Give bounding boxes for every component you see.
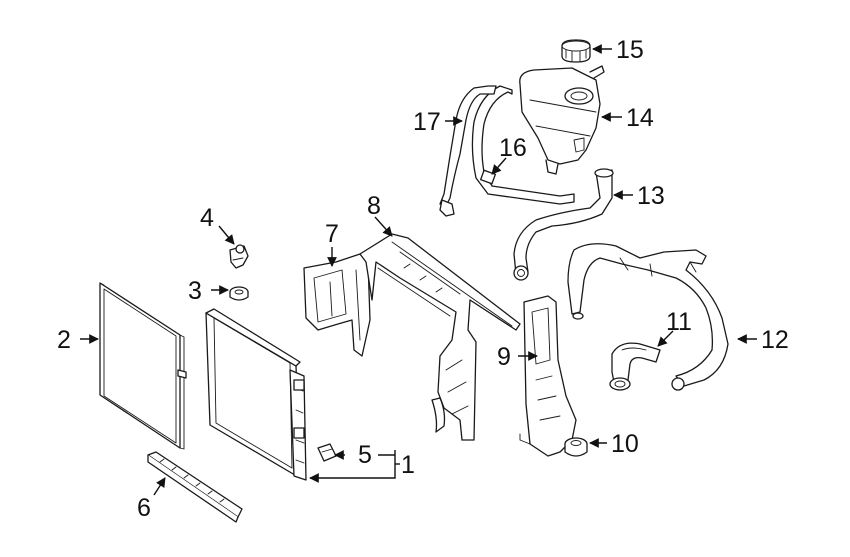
part-10-cap <box>564 437 588 457</box>
callout-1: 1 <box>401 451 415 479</box>
part-11-hose <box>609 342 661 391</box>
part-4-mount <box>229 244 249 269</box>
part-3-mount <box>229 286 249 301</box>
part-7-shroud <box>303 253 371 357</box>
callout-13: 13 <box>637 182 665 210</box>
part-2-condenser <box>99 282 187 450</box>
callout-15: 15 <box>616 36 644 64</box>
part-13-hose <box>513 168 614 281</box>
callout-8: 8 <box>367 192 381 220</box>
part-1-radiator <box>205 308 307 481</box>
callout-4: 4 <box>200 204 214 232</box>
part-12-hose <box>567 243 729 391</box>
callout-17: 17 <box>413 108 441 136</box>
callout-5: 5 <box>358 441 372 469</box>
part-9-bracket <box>519 295 577 457</box>
callout-11: 11 <box>666 308 692 336</box>
leader-lines <box>80 44 757 496</box>
callout-labels: 1 2 3 4 5 6 7 8 9 10 11 12 13 14 15 16 1… <box>57 36 789 522</box>
part-15-tank-cap <box>561 39 591 63</box>
callout-16: 16 <box>499 134 527 162</box>
callout-2: 2 <box>57 326 71 354</box>
part-6-deflector <box>147 451 243 523</box>
part-5-drain-plug <box>317 443 337 462</box>
part-17-line <box>439 85 497 217</box>
callout-9: 9 <box>497 343 511 371</box>
part-8-frame <box>359 233 521 441</box>
callout-10: 10 <box>611 430 639 458</box>
callout-14: 14 <box>626 104 654 132</box>
callout-3: 3 <box>188 277 202 305</box>
callout-6: 6 <box>137 494 151 522</box>
callout-7: 7 <box>325 220 339 248</box>
callout-12: 12 <box>761 326 789 354</box>
part-14-expansion-tank <box>519 65 605 175</box>
